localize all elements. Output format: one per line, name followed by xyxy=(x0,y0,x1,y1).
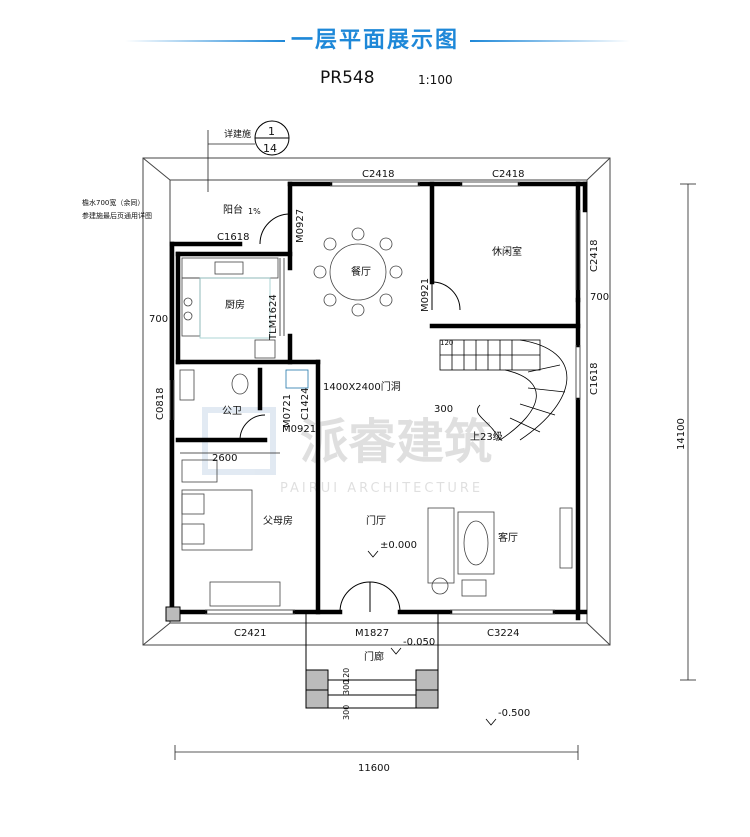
level-marks xyxy=(367,550,497,726)
room-dining: 餐厅 xyxy=(351,265,371,278)
doors xyxy=(239,213,461,613)
eave-outline xyxy=(142,157,611,646)
plan-code: PR548 xyxy=(320,68,375,88)
label-c1424: C1424 xyxy=(300,388,311,420)
room-parents: 父母房 xyxy=(263,514,293,527)
label-m0721: M0721 xyxy=(282,394,293,428)
room-kitchen: 厨房 xyxy=(225,298,245,311)
opening-labels: C2418 C2418 C2418 C1618 M0927 M0921 TLM1… xyxy=(155,169,600,639)
label-c2418-a: C2418 xyxy=(362,169,394,180)
label-c0818: C0818 xyxy=(155,388,166,420)
dim-step-120: 120 xyxy=(342,668,351,683)
dim-120: 120 xyxy=(440,339,453,347)
kitchen-fixtures xyxy=(181,257,279,359)
room-living: 客厅 xyxy=(498,531,518,544)
plan-scale: 1:100 xyxy=(418,73,453,87)
label-c3224: C3224 xyxy=(487,628,519,639)
stair-label: 上23级 xyxy=(470,431,503,443)
columns xyxy=(165,606,439,709)
level-porch: -0.050 xyxy=(403,637,435,648)
label-c2418-b: C2418 xyxy=(492,169,524,180)
toilet-fixtures xyxy=(179,369,309,401)
label-c1618-b: C1618 xyxy=(589,363,600,395)
eave-note-b: 参建施最后页通用详图 xyxy=(82,211,152,220)
dim-2600: 2600 xyxy=(212,453,237,464)
label-c1618-a: C1618 xyxy=(217,232,249,243)
windows xyxy=(169,181,581,615)
notes: 详建施 1 14 檐水700宽（余同） 参建施最后页通用详图 1% xyxy=(82,125,277,220)
walls xyxy=(169,181,588,621)
detail-num: 1 xyxy=(268,125,275,138)
dimension-lines xyxy=(174,130,696,760)
dim-700-right: 700 xyxy=(590,292,609,303)
staircase xyxy=(439,339,568,441)
title-rule-left xyxy=(125,40,285,42)
dim-step-300b: 300 xyxy=(342,705,351,720)
dining-table xyxy=(313,227,403,317)
room-porch: 门廊 xyxy=(364,650,384,663)
level-labels: ±0.000 -0.050 -0.500 上23级 xyxy=(380,431,530,719)
dim-300: 300 xyxy=(434,404,453,415)
label-door-hole: 1400X2400门洞 xyxy=(323,380,401,393)
porch xyxy=(305,612,439,709)
label-m1827: M1827 xyxy=(355,628,389,639)
detail-ref: 详建施 xyxy=(224,128,251,140)
label-m0927: M0927 xyxy=(295,209,306,243)
sofa-set xyxy=(427,507,573,597)
watermark: 派睿建筑 PAIRUI ARCHITECTURE xyxy=(202,407,492,496)
eave-note-a: 檐水700宽（余同） xyxy=(82,198,144,207)
dimension-labels: 700 700 2600 300 120 14100 11600 300 120… xyxy=(149,292,687,774)
detail-callout xyxy=(254,120,290,156)
title-rule-right xyxy=(470,40,630,42)
label-m0921-a: M0921 xyxy=(420,278,431,312)
label-c2421: C2421 xyxy=(234,628,266,639)
detail-sheet: 14 xyxy=(263,142,277,155)
room-leisure: 休闲室 xyxy=(492,245,522,258)
level-floor: ±0.000 xyxy=(380,540,417,551)
slope-note: 1% xyxy=(248,207,261,216)
room-foyer: 门厅 xyxy=(366,514,386,527)
dim-14100: 14100 xyxy=(676,418,687,450)
bed xyxy=(181,459,281,607)
level-ground: -0.500 xyxy=(498,708,530,719)
watermark-cn: 派睿建筑 xyxy=(300,414,492,470)
label-m0921-b: M0921 xyxy=(282,424,316,435)
dim-step-300a: 300 xyxy=(342,680,351,695)
label-tlm1624: TLM1624 xyxy=(268,294,279,341)
room-labels: 阳台 餐厅 休闲室 厨房 公卫 父母房 门厅 客厅 门廊 xyxy=(222,203,522,663)
room-toilet: 公卫 xyxy=(222,406,242,417)
watermark-en: PAIRUI ARCHITECTURE xyxy=(280,481,483,496)
room-balcony: 阳台 xyxy=(223,203,243,216)
label-c2418-c: C2418 xyxy=(589,240,600,272)
dim-11600: 11600 xyxy=(358,763,390,774)
dim-700-left: 700 xyxy=(149,314,168,325)
page-title: 一层平面展示图 xyxy=(290,28,459,53)
